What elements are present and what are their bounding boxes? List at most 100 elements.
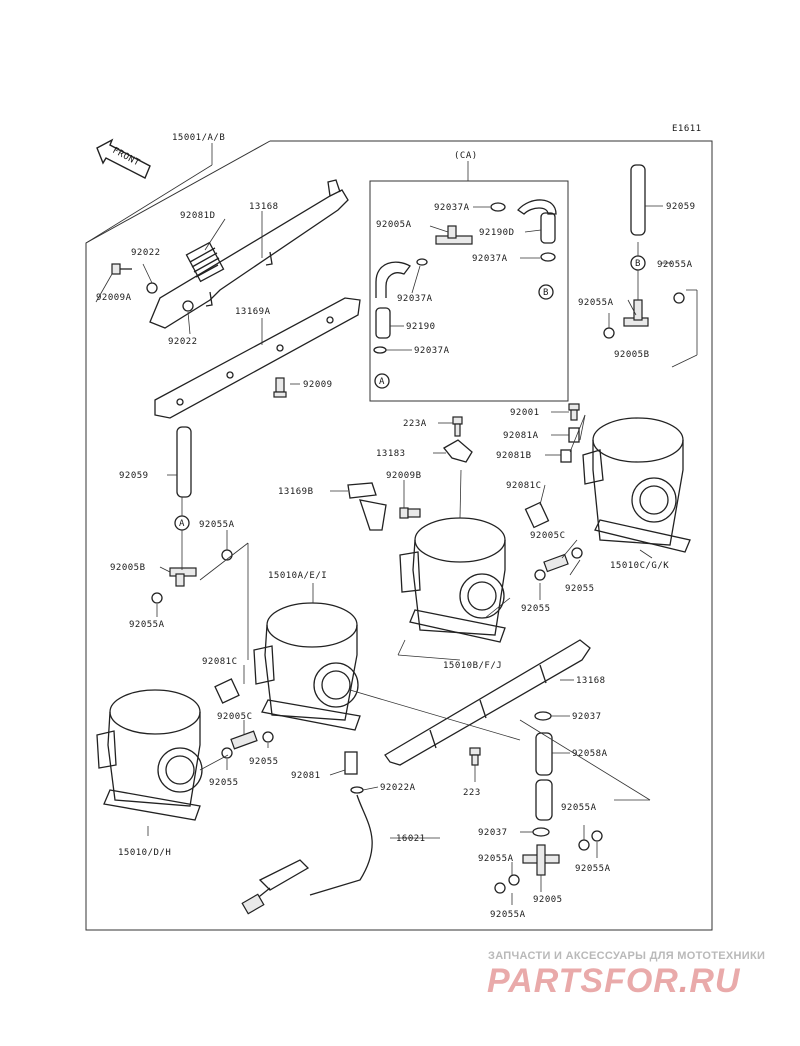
svg-text:A: A (179, 519, 185, 529)
callout-15010DH: 15010/D/H (118, 848, 171, 858)
callout-92009: 92009 (303, 380, 333, 390)
washer-92022A (350, 786, 364, 794)
clip-92037-bot (532, 827, 550, 837)
spring-92081 (344, 751, 358, 775)
callout-92055A-b4: 92055A (490, 910, 526, 920)
hose-92190D-bend (517, 199, 557, 215)
callout-92055-left1: 92055 (249, 757, 279, 767)
watermark-brand-dot: . (678, 962, 690, 1000)
oring-92055A-b1 (578, 839, 590, 851)
inset-label: (CA) (454, 151, 478, 161)
oring-92055-left2 (221, 747, 233, 759)
screw-92001 (568, 403, 580, 421)
carburetor-15010A (253, 602, 361, 731)
callout-92005A: 92005A (376, 220, 412, 230)
callout-13183: 13183 (376, 449, 406, 459)
bracket-13168-top (149, 179, 349, 329)
bolt-92009 (273, 377, 287, 398)
diagram-code: E1611 (672, 124, 702, 134)
watermark-brand-right: RU (689, 962, 741, 1000)
callout-92059-left: 92059 (119, 471, 149, 481)
svg-text:B: B (635, 259, 641, 269)
watermark-brand-left: PARTS (487, 962, 605, 1000)
callout-92081C-right: 92081C (506, 481, 542, 491)
inset-box (369, 180, 569, 402)
hose-92058A-upper (535, 732, 553, 776)
clip-92037A-1 (490, 202, 506, 212)
oring-92055A-left1 (221, 549, 233, 561)
callout-92022A: 92022A (380, 783, 416, 793)
callout-92055A-b3: 92055A (478, 854, 514, 864)
spring-92081C-left (214, 678, 240, 704)
screw-223A (452, 416, 463, 437)
oring-92055A-r1 (673, 292, 685, 304)
callout-92081: 92081 (291, 771, 321, 781)
callout-92009A: 92009A (96, 293, 132, 303)
oring-92055-mid (534, 569, 546, 581)
callout-92001: 92001 (510, 408, 540, 418)
callout-92190: 92190 (406, 322, 436, 332)
callout-92037-bot: 92037 (478, 828, 508, 838)
callout-15010CGK: 15010C/G/K (610, 561, 669, 571)
callout-92055-right: 92055 (565, 584, 595, 594)
callout-15010BFJ: 15010B/F/J (443, 661, 502, 671)
carburetor-15010C (582, 417, 691, 553)
callout-92009B: 92009B (386, 471, 422, 481)
pipe-92059-left (176, 426, 192, 498)
callout-223A: 223A (403, 419, 427, 429)
oring-92055A-b4 (508, 874, 520, 886)
callout-92005C-left: 92005C (217, 712, 253, 722)
callout-92081B: 92081B (496, 451, 532, 461)
spring-92081D (185, 241, 225, 283)
callout-92055A-left1: 92055A (199, 520, 235, 530)
throttle-cable-16021 (241, 794, 373, 915)
ref-b-inset: B (538, 284, 554, 300)
ref-b-right: B (630, 255, 646, 271)
bolt-92009B (399, 507, 421, 519)
callout-13169B: 13169B (278, 487, 314, 497)
oring-92055-right (571, 547, 583, 559)
hose-92190D (540, 212, 556, 244)
hose-92190 (375, 307, 391, 339)
clip-92037-mid (534, 711, 552, 721)
callout-92055A-left2: 92055A (129, 620, 165, 630)
screw-223 (469, 747, 481, 766)
callout-92081C-left: 92081C (202, 657, 238, 667)
bolt-92009A (111, 263, 132, 275)
rail-13168-bottom (384, 639, 591, 766)
callout-16021: 16021 (396, 834, 426, 844)
spring-92081A (568, 427, 580, 443)
ref-a-inset: A (374, 373, 390, 389)
callout-92037A-1: 92037A (434, 203, 470, 213)
hose-92058A-lower (535, 779, 553, 821)
callout-13168-bot: 13168 (576, 676, 606, 686)
spring-92081C-right (524, 501, 550, 529)
bracket-13169B (347, 482, 387, 531)
bracket-13183 (443, 439, 473, 463)
tee-92005 (522, 844, 560, 876)
callout-92055-mid: 92055 (521, 604, 551, 614)
callout-92022-top: 92022 (131, 248, 161, 258)
callout-92059-right: 92059 (666, 202, 696, 212)
clip-92037A-2 (416, 258, 428, 266)
callout-92055A-r2: 92055A (578, 298, 614, 308)
rail-13169A (154, 297, 361, 419)
callout-92081A: 92081A (503, 431, 539, 441)
tee-92005A (435, 225, 473, 245)
svg-text:B: B (543, 288, 549, 298)
assembly-frame (85, 140, 713, 931)
callout-92037A-4: 92037A (414, 346, 450, 356)
callout-92055-left2: 92055 (209, 778, 239, 788)
oring-92055-left1 (262, 731, 274, 743)
callout-92005B-left: 92005B (110, 563, 146, 573)
callout-92037A-2: 92037A (397, 294, 433, 304)
callout-92005B-right: 92005B (614, 350, 650, 360)
pipe-92005C-right (543, 553, 569, 573)
spring-92081B (560, 449, 572, 463)
callout-223: 223 (463, 788, 481, 798)
washer-92022-bot (182, 300, 194, 312)
callout-92005: 92005 (533, 895, 563, 905)
svg-text:A: A (379, 377, 385, 387)
oring-92055A-b2 (591, 830, 603, 842)
pipe-92005C-left (230, 730, 258, 750)
